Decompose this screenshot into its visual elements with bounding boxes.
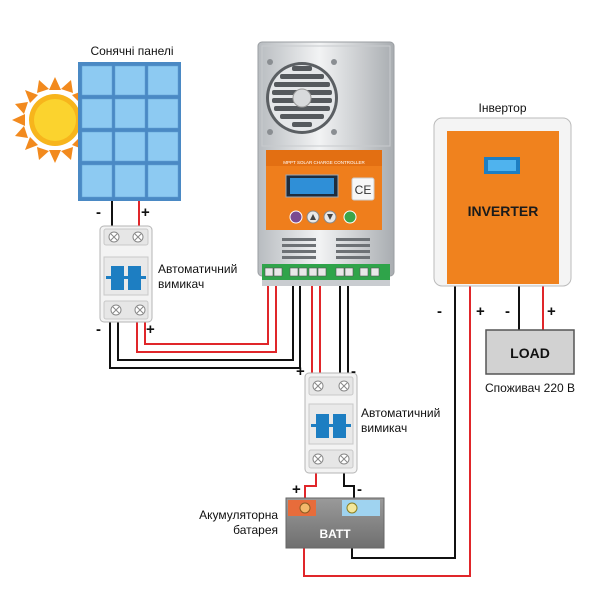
wire-batt-negative [343, 472, 355, 500]
breaker-top-label-line2: вимикач [158, 277, 205, 291]
controller-button-4 [343, 210, 357, 224]
load-caption: Споживач 220 В [484, 381, 576, 395]
inverter-box-label: INVERTER [468, 203, 539, 219]
battery-label: BATT [319, 527, 351, 541]
inverter-plus: + [476, 303, 485, 320]
controller-label: MPPT SOLAR CHARGE CONTROLLER [283, 160, 365, 165]
panel-minus: - [96, 204, 101, 221]
battery-plus: + [292, 481, 301, 498]
battery-caption-line1: Акумуляторна [199, 508, 278, 522]
breaker-bottom-label: Автоматичний вимикач [361, 406, 440, 436]
fan-icon [266, 62, 338, 134]
load-minus: - [505, 303, 510, 320]
wire-pv-positive-inner [144, 285, 269, 345]
battery-negative-terminal [346, 502, 358, 514]
inverter: INVERTER [433, 117, 572, 287]
wire-pv-positive-outer [136, 285, 277, 353]
mppt-charge-controller: MPPT SOLAR CHARGE CONTROLLER CE [257, 41, 395, 286]
breaker-bottom-label-line2: вимикач [361, 421, 408, 435]
breaker-bottom-minus: - [351, 363, 356, 380]
breaker-top-plus: + [146, 321, 155, 338]
screw-icon [108, 231, 144, 243]
load-box-label: LOAD [510, 345, 550, 361]
breaker-top-label-line1: Автоматичний [158, 262, 238, 276]
wire-pv-negative-inner [117, 285, 294, 361]
ce-mark: CE [355, 183, 372, 197]
panel-plus: + [141, 204, 150, 221]
wire-pv-negative-outer [109, 285, 301, 369]
inverter-minus: - [437, 303, 442, 320]
wire-batt-positive [304, 472, 317, 500]
load-plus: + [547, 303, 556, 320]
polarity-marks: - + - + + - + - - + - + [96, 204, 556, 498]
battery-minus: - [357, 481, 362, 498]
controller-button-1 [289, 210, 303, 224]
battery-caption: Акумуляторна батарея [186, 508, 278, 538]
breaker-top-label: Автоматичний вимикач [158, 262, 237, 292]
solar-panels-label: Сонячні панелі [90, 44, 174, 58]
breaker-bottom-label-line1: Автоматичний [361, 406, 441, 420]
battery: BATT [285, 497, 385, 549]
solar-panel [78, 62, 181, 201]
circuit-breaker-top [99, 225, 153, 323]
battery-caption-line2: батарея [233, 523, 278, 537]
breaker-bottom-plus: + [296, 363, 305, 380]
battery-positive-terminal [299, 502, 311, 514]
load: LOAD [485, 329, 575, 375]
breaker-top-minus: - [96, 321, 101, 338]
inverter-title: Інвертор [478, 101, 527, 115]
circuit-breaker-bottom [304, 372, 358, 474]
